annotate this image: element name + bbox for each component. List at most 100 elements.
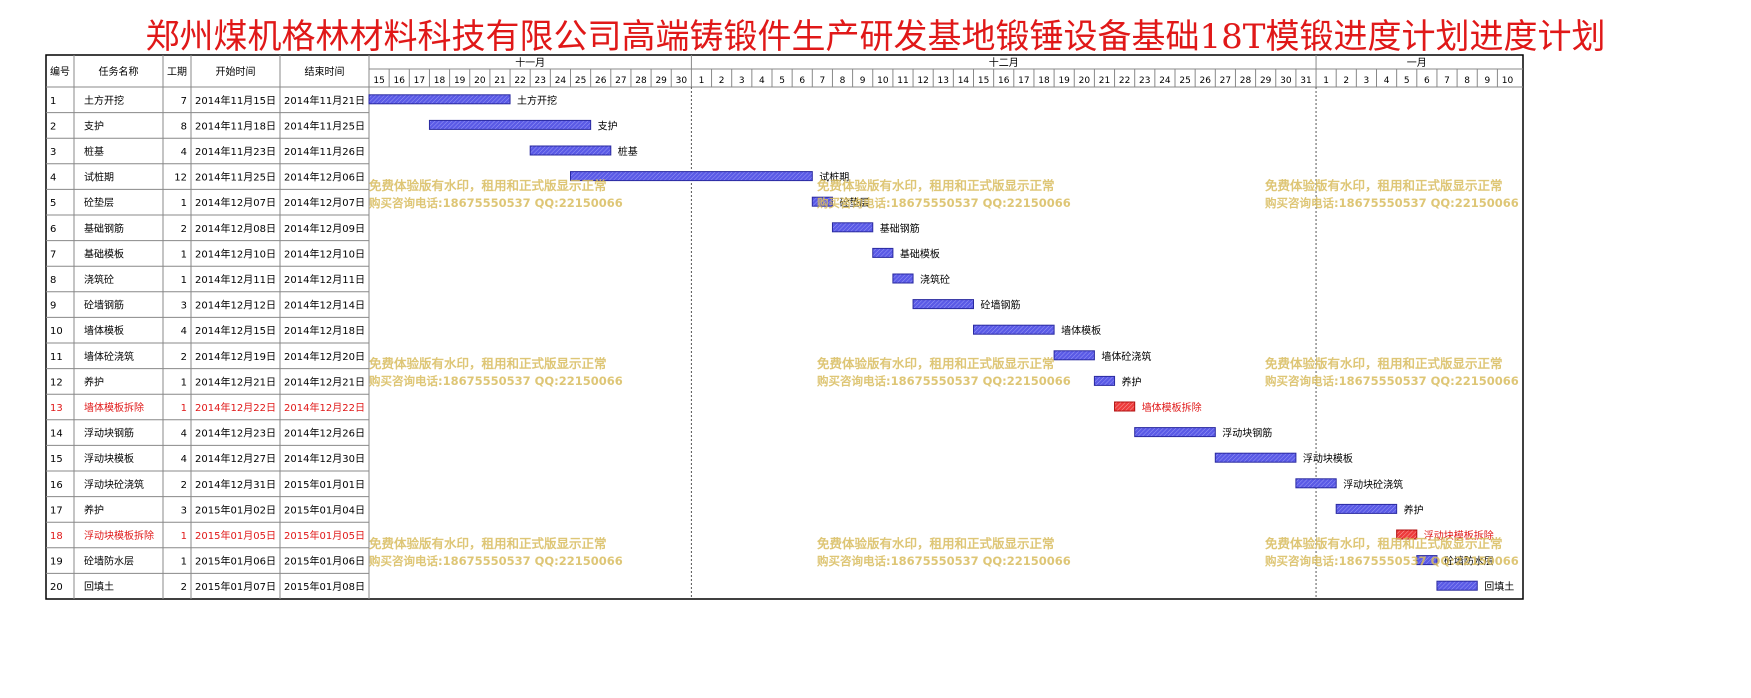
day-label: 7 — [820, 76, 826, 86]
task-bar[interactable] — [1134, 427, 1216, 438]
task-start: 2015年01月07日 — [195, 580, 276, 593]
column-header-end: 结束时间 — [305, 65, 345, 78]
task-bar[interactable] — [1416, 555, 1438, 566]
task-start: 2014年11月25日 — [195, 171, 276, 184]
task-bar[interactable] — [831, 222, 874, 233]
day-label: 14 — [958, 76, 970, 86]
day-label: 29 — [655, 76, 667, 86]
task-duration: 4 — [181, 454, 187, 465]
task-id: 13 — [50, 403, 63, 414]
task-bar-label: 浮动块砼浇筑 — [1343, 478, 1403, 491]
day-label: 7 — [1444, 76, 1450, 86]
day-label: 27 — [615, 76, 626, 86]
task-bar[interactable] — [892, 273, 914, 284]
page-title: 郑州煤机格林材料科技有限公司高端铸锻件生产研发基地锻锤设备基础18T模锻进度计划… — [145, 17, 1606, 57]
task-id: 17 — [50, 505, 63, 516]
task-bar[interactable] — [529, 145, 612, 156]
task-bar[interactable] — [570, 171, 813, 182]
watermark-line1: 免费体验版有水印，租用和正式版显示正常 — [369, 178, 607, 193]
task-bar[interactable] — [1053, 350, 1095, 361]
day-label: 12 — [917, 76, 928, 86]
task-bar[interactable] — [1295, 478, 1337, 489]
task-id: 20 — [50, 582, 63, 593]
watermark-line1: 免费体验版有水印，租用和正式版显示正常 — [1265, 178, 1503, 193]
task-end: 2014年12月10日 — [284, 247, 365, 260]
chart-border — [45, 54, 1524, 600]
task-id: 12 — [50, 377, 63, 388]
task-name: 浮动块砼浇筑 — [84, 478, 144, 491]
task-end: 2015年01月05日 — [284, 529, 365, 542]
task-bar-label: 浮动块模板 — [1303, 452, 1353, 465]
task-duration: 4 — [181, 326, 187, 337]
task-bar-label: 回填土 — [1484, 580, 1514, 593]
task-bar[interactable] — [428, 119, 592, 130]
task-bar[interactable] — [1335, 503, 1398, 514]
task-bar[interactable] — [1396, 529, 1418, 540]
task-duration: 12 — [174, 173, 187, 184]
month-label: 十二月 — [989, 56, 1019, 69]
task-start: 2014年12月11日 — [195, 273, 276, 286]
task-id: 5 — [50, 198, 56, 209]
day-label: 1 — [1323, 76, 1329, 86]
day-label: 8 — [1464, 76, 1470, 86]
task-name: 回填土 — [84, 580, 114, 593]
task-id: 1 — [50, 96, 56, 107]
task-end: 2014年12月09日 — [284, 222, 365, 235]
task-duration: 1 — [181, 275, 187, 286]
task-name: 砼墙防水层 — [84, 555, 134, 568]
task-bar[interactable] — [811, 196, 833, 207]
task-bar[interactable] — [368, 94, 511, 105]
watermark-line2: 购买咨询电话:18675550537 QQ:22150066 — [817, 374, 1071, 388]
day-label: 21 — [494, 76, 505, 86]
task-name: 浮动块模板 — [84, 452, 134, 465]
task-bar[interactable] — [912, 299, 974, 310]
task-end: 2014年12月07日 — [284, 196, 365, 209]
day-label: 16 — [998, 76, 1010, 86]
task-id: 4 — [50, 173, 56, 184]
day-label: 3 — [739, 76, 745, 86]
day-label: 3 — [1364, 76, 1370, 86]
task-bar[interactable] — [1114, 401, 1136, 412]
task-bar[interactable] — [973, 324, 1055, 335]
task-id: 6 — [50, 224, 56, 235]
task-end: 2014年12月14日 — [284, 299, 365, 312]
task-start: 2015年01月02日 — [195, 503, 276, 516]
task-duration: 3 — [181, 301, 187, 312]
task-start: 2014年12月08日 — [195, 222, 276, 235]
watermark-line2: 购买咨询电话:18675550537 QQ:22150066 — [369, 196, 623, 210]
task-bar[interactable] — [1436, 580, 1478, 591]
day-label: 28 — [1240, 76, 1252, 86]
day-label: 29 — [1260, 76, 1272, 86]
day-label: 4 — [1384, 76, 1390, 86]
task-end: 2015年01月04日 — [284, 503, 365, 516]
day-label: 18 — [1038, 76, 1050, 86]
task-start: 2014年11月18日 — [195, 119, 276, 132]
task-id: 19 — [50, 557, 63, 568]
task-name: 浇筑砼 — [84, 273, 114, 286]
task-name: 基础模板 — [84, 247, 124, 260]
task-bar-label: 浮动块钢筋 — [1222, 427, 1272, 440]
task-bar[interactable] — [1093, 375, 1116, 386]
day-label: 25 — [575, 76, 586, 86]
task-name: 墙体砼浇筑 — [84, 350, 134, 363]
day-label: 27 — [1220, 76, 1231, 86]
task-end: 2015年01月01日 — [284, 478, 365, 491]
task-name: 土方开挖 — [84, 94, 124, 107]
task-end: 2014年12月26日 — [284, 427, 365, 440]
task-id: 14 — [50, 429, 63, 440]
watermark-line2: 购买咨询电话:18675550537 QQ:22150066 — [369, 374, 623, 388]
day-label: 2 — [719, 76, 725, 86]
day-label: 5 — [1404, 76, 1410, 86]
day-label: 17 — [414, 76, 425, 86]
task-name: 墙体模板 — [84, 324, 124, 337]
task-id: 11 — [50, 352, 63, 363]
task-id: 3 — [50, 147, 56, 158]
task-id: 10 — [50, 326, 63, 337]
task-duration: 3 — [181, 505, 187, 516]
task-duration: 2 — [181, 480, 187, 491]
day-label: 15 — [978, 76, 989, 86]
task-bar[interactable] — [1214, 452, 1297, 463]
task-duration: 1 — [181, 249, 187, 260]
task-bar[interactable] — [872, 247, 894, 258]
column-header-duration: 工期 — [167, 66, 187, 78]
